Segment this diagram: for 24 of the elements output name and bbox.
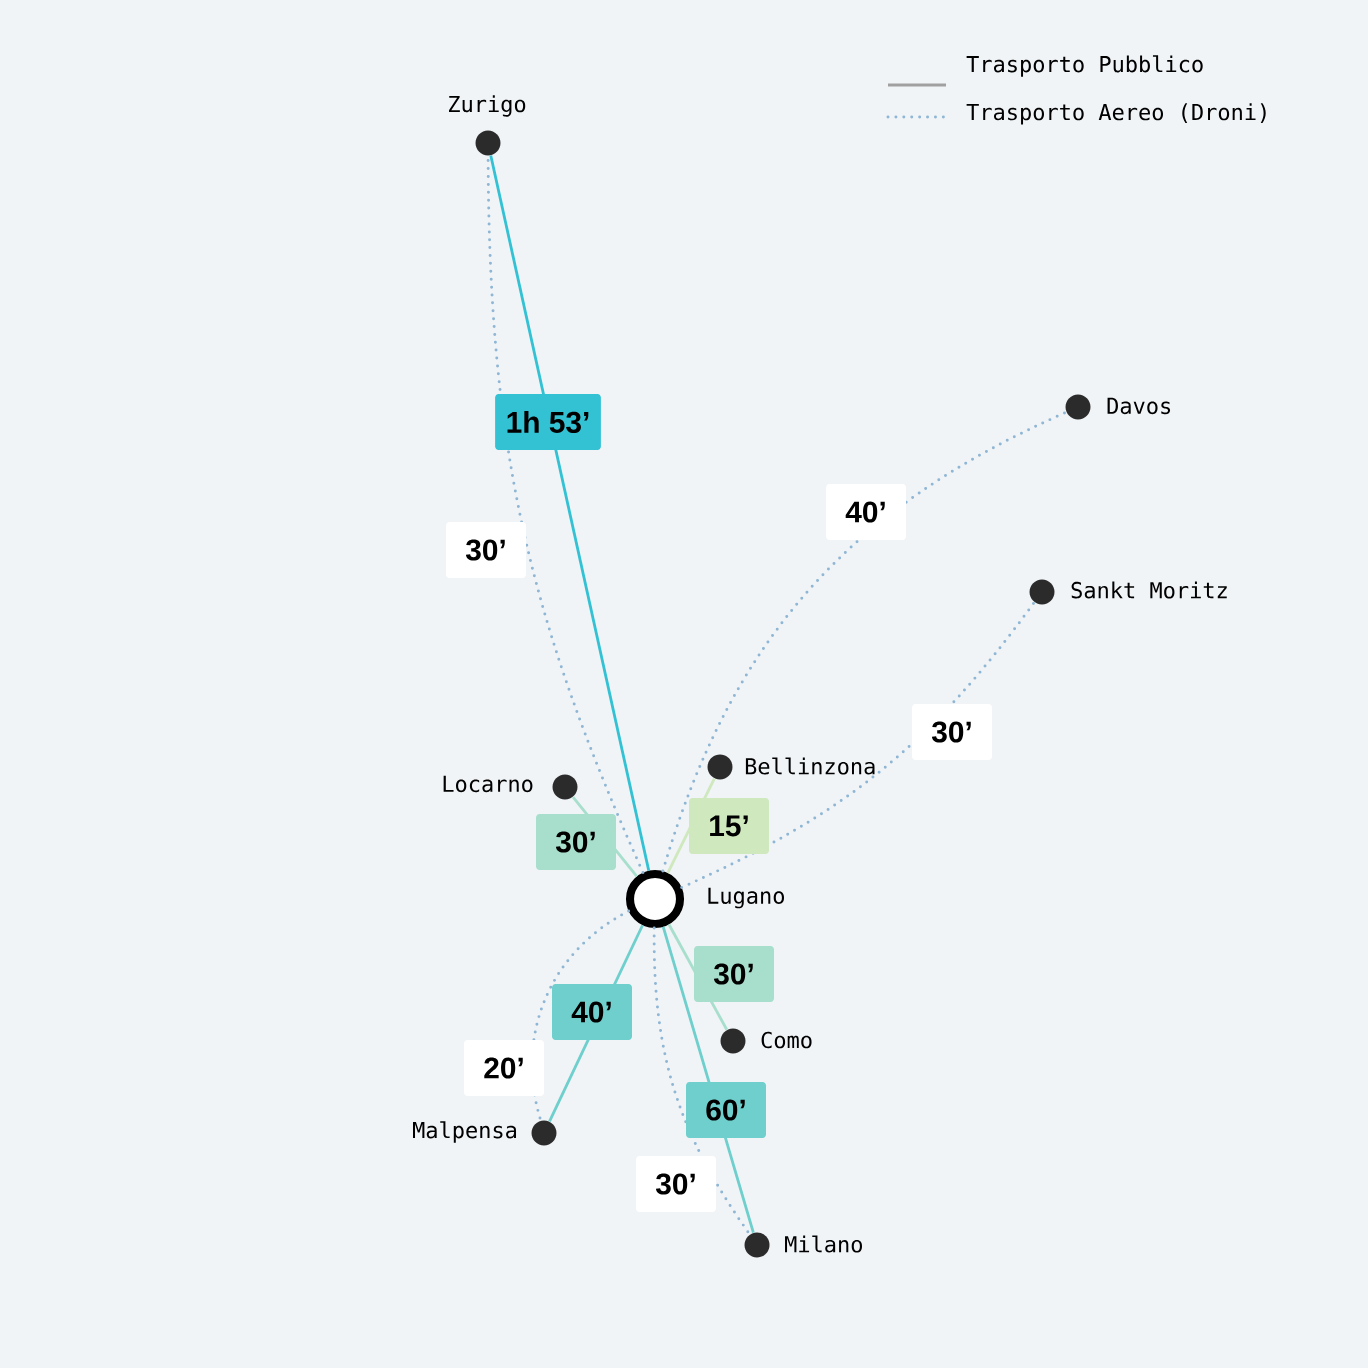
edge-label: 15’ [689, 798, 769, 854]
edge-label: 30’ [912, 704, 992, 760]
edge-label: 30’ [536, 814, 616, 870]
edge-label: 30’ [694, 946, 774, 1002]
city-label: Zurigo [449, 95, 526, 117]
city-label: Sankt Moritz [1071, 581, 1227, 599]
edge-label: 20’ [464, 1040, 544, 1096]
city-label: Milano [785, 1235, 862, 1253]
city-label: Bellinzona [745, 757, 875, 775]
city-label: Como [761, 1031, 812, 1049]
route-line [661, 410, 1068, 873]
route-line [680, 600, 1036, 889]
city-label: Malpensa [413, 1121, 516, 1143]
legend-text: Trasporto Aereo (Droni) [966, 103, 1266, 125]
legend-text: Trasporto Pubblico [966, 55, 1203, 77]
edge-label: 60’ [686, 1082, 766, 1138]
city-label: Davos [1107, 397, 1171, 415]
edge-label: 40’ [826, 484, 906, 540]
city-label: Locarno [443, 775, 533, 793]
city-label: Lugano [708, 887, 784, 909]
edge-label: 30’ [636, 1156, 716, 1212]
edge-label: 40’ [552, 984, 632, 1040]
edge-label: 30’ [446, 522, 526, 578]
edge-label: 1h 53’ [495, 394, 601, 450]
